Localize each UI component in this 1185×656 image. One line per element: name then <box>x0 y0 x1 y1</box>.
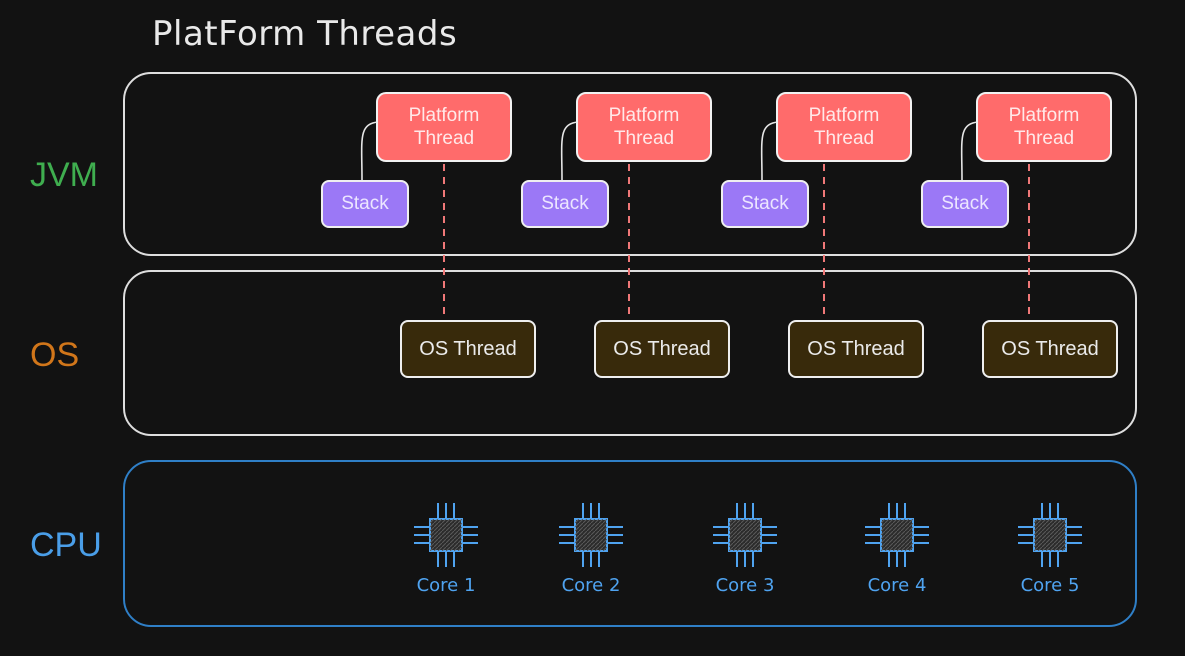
stack-box-1: Stack <box>321 180 409 228</box>
core-label-1: Core 1 <box>416 575 476 596</box>
os-layer-label: OS <box>30 336 80 374</box>
cpu-chip-icon <box>410 499 482 571</box>
cpu-layer-label: CPU <box>30 526 102 564</box>
cpu-chip-icon <box>861 499 933 571</box>
stack-link-2 <box>560 121 579 181</box>
stack-link-1 <box>360 121 379 181</box>
stack-link-3 <box>760 121 779 181</box>
platform-thread-2-line1: Platform <box>608 105 680 126</box>
stack-box-4: Stack <box>921 180 1009 228</box>
cpu-chip-icon <box>1014 499 1086 571</box>
core-label-3: Core 3 <box>715 575 775 596</box>
cpu-layer-box <box>123 460 1137 627</box>
platform-thread-1: Platform Thread <box>376 92 512 162</box>
cpu-chip-icon <box>709 499 781 571</box>
os-thread-1: OS Thread <box>400 320 536 378</box>
platform-thread-4-line1: Platform <box>1008 105 1080 126</box>
platform-thread-1-line2: Thread <box>413 128 475 149</box>
os-thread-2: OS Thread <box>594 320 730 378</box>
os-thread-3: OS Thread <box>788 320 924 378</box>
cpu-chip-icon <box>555 499 627 571</box>
platform-thread-2-line2: Thread <box>613 128 675 149</box>
platform-thread-3: Platform Thread <box>776 92 912 162</box>
platform-thread-1-line1: Platform <box>408 105 480 126</box>
stack-box-2: Stack <box>521 180 609 228</box>
platform-thread-2: Platform Thread <box>576 92 712 162</box>
platform-thread-4-line2: Thread <box>1013 128 1075 149</box>
core-label-4: Core 4 <box>867 575 927 596</box>
jvm-layer-label: JVM <box>30 156 98 194</box>
stack-box-3: Stack <box>721 180 809 228</box>
stack-link-4 <box>960 121 979 181</box>
core-label-5: Core 5 <box>1020 575 1080 596</box>
platform-thread-3-line1: Platform <box>808 105 880 126</box>
platform-thread-4: Platform Thread <box>976 92 1112 162</box>
platform-thread-3-line2: Thread <box>813 128 875 149</box>
os-thread-4: OS Thread <box>982 320 1118 378</box>
core-label-2: Core 2 <box>561 575 621 596</box>
diagram-title: PlatForm Threads <box>152 14 458 54</box>
